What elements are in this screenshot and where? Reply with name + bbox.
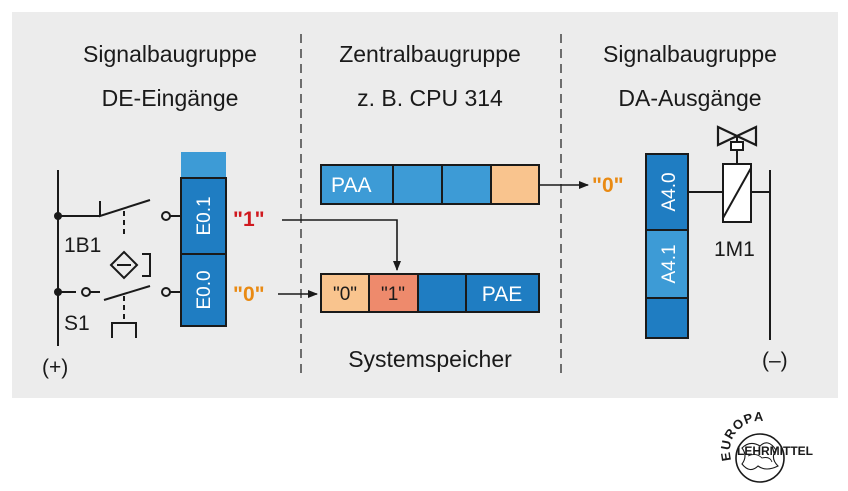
signal-input-top: "1": [233, 208, 265, 231]
input-cell-e01: E0.1: [194, 196, 215, 235]
paa-label: PAA: [331, 174, 371, 197]
signal-output: "0": [592, 174, 624, 197]
valve-label: 1M1: [714, 238, 755, 261]
header-left-line2: DE-Eingänge: [102, 85, 239, 111]
switch-label: S1: [64, 312, 90, 335]
input-cell-e00: E0.0: [194, 270, 215, 309]
logo-bottom-text: LEHRMITTEL: [737, 444, 813, 458]
junction-dot: [54, 212, 62, 220]
output-cell-a40: A4.0: [659, 172, 680, 211]
junction-dot: [54, 288, 62, 296]
publisher-logo: [735, 433, 785, 483]
pae-label: PAE: [482, 283, 522, 306]
header-center-line1: Zentralbaugruppe: [339, 41, 521, 67]
paa-register: [320, 164, 540, 205]
solenoid-valve-icon: [716, 125, 758, 223]
output-cell-a41: A4.1: [659, 244, 680, 283]
header-center-line2: z. B. CPU 314: [357, 85, 503, 111]
output-module: [645, 153, 689, 339]
output-circuit: [688, 170, 771, 340]
globe-icon: [735, 433, 785, 483]
proximity-sensor-icon: [109, 250, 151, 280]
input-circuit: [57, 170, 181, 346]
pae-cell-0: "0": [333, 284, 357, 305]
system-memory-label: Systemspeicher: [348, 346, 512, 372]
pae-cell-1: "1": [381, 284, 405, 305]
header-right-line1: Signalbaugruppe: [603, 41, 777, 67]
supply-minus-label: (–): [762, 349, 788, 372]
input-module: [180, 152, 227, 327]
pae-register: [320, 273, 540, 313]
supply-plus-label: (+): [42, 356, 68, 379]
sensor-label: 1B1: [64, 234, 101, 257]
signal-input-bottom: "0": [233, 283, 265, 306]
header-right-line2: DA-Ausgänge: [618, 85, 761, 111]
header-left-line1: Signalbaugruppe: [83, 41, 257, 67]
arrow-e01-to-pae: [282, 219, 401, 271]
